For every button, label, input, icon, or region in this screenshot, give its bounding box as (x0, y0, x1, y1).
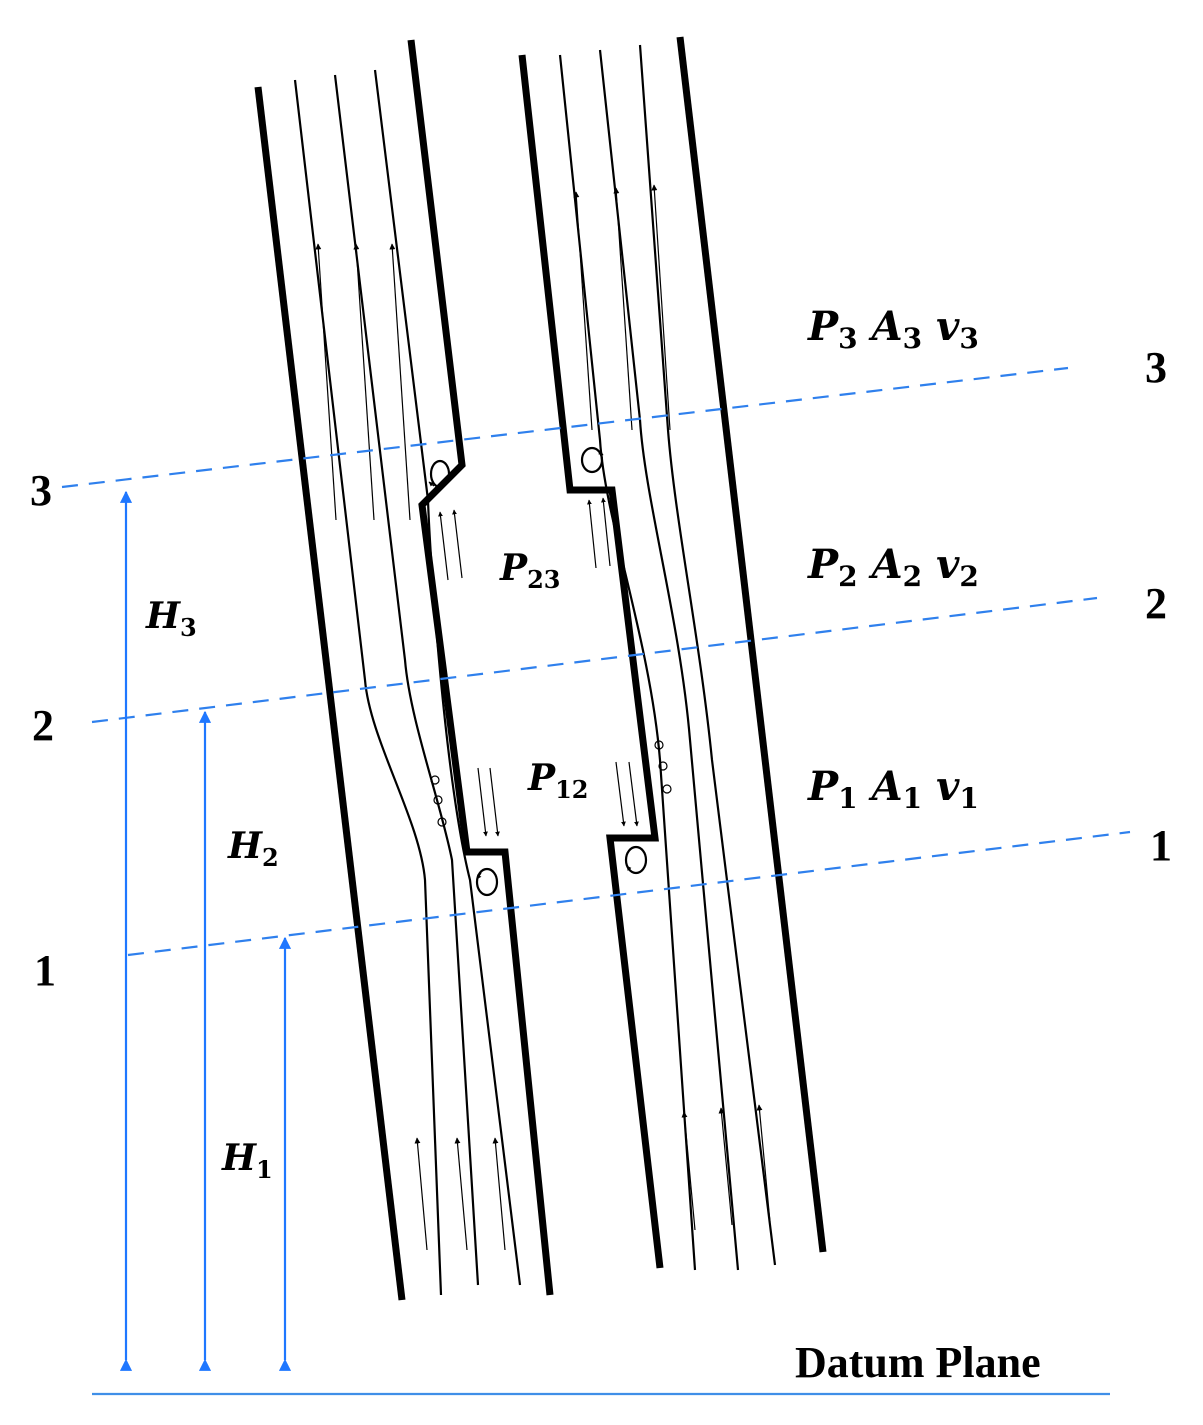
eddy-top-left (429, 459, 451, 489)
section-number-left-3: 3 (30, 466, 52, 515)
p12-arrow-right-1 (615, 761, 626, 827)
label-h3: H3 (145, 595, 197, 642)
left-streamline-1 (293, 79, 443, 1296)
right-arrow-top-3 (651, 184, 671, 431)
label-h2: H2 (227, 825, 279, 872)
p12-arrow-left-2 (489, 767, 500, 837)
left-arrow-bottom-2 (454, 1137, 468, 1251)
section-line-2 (91, 596, 1098, 724)
left-arrow-top-3 (389, 243, 411, 521)
right-streamlines (558, 44, 777, 1271)
height-dimensions (92, 490, 1110, 1396)
left-streamline-2 (333, 74, 480, 1286)
datum-plane-label: Datum Plane (795, 1338, 1041, 1387)
bubble (437, 817, 447, 827)
section-number-left-1: 1 (34, 946, 56, 995)
bubble (654, 740, 664, 750)
eddy-bottom-right (624, 845, 648, 875)
section-number-left-2: 2 (32, 701, 54, 750)
right-streamline-2 (598, 49, 740, 1271)
bubble (662, 784, 672, 794)
right-arrow-top-1 (573, 191, 593, 431)
right-arrow-top-2 (613, 187, 633, 431)
p23-arrow-left-1 (438, 511, 449, 581)
right-arrow-bottom-2 (718, 1107, 733, 1226)
section-line-1 (127, 830, 1131, 957)
eddy-bottom-left (475, 867, 499, 897)
section-number-right-3: 3 (1145, 343, 1167, 392)
right-inner-wall (518, 54, 664, 1269)
p12-arrow-right-2 (628, 761, 639, 827)
label-p23: P23 (499, 547, 560, 594)
section-number-right-1: 1 (1150, 821, 1172, 870)
right-streamline-1 (558, 54, 697, 1271)
left-streamline-3 (373, 69, 522, 1286)
left-arrow-bottom-3 (492, 1137, 506, 1251)
right-arrow-bottom-1 (681, 1111, 696, 1231)
label-h1: H1 (221, 1137, 273, 1184)
left-outer-wall (254, 86, 406, 1301)
p23-arrow-right-2 (601, 497, 611, 567)
pipe-walls (254, 36, 827, 1301)
p23-arrow-left-2 (452, 509, 463, 579)
left-arrow-top-2 (353, 243, 375, 521)
section-lines (61, 366, 1131, 957)
left-arrow-top-1 (315, 243, 337, 521)
label-p12: P12 (527, 757, 588, 804)
left-streamlines (293, 69, 522, 1296)
p12-arrow-left-1 (477, 767, 488, 837)
bubble (430, 775, 440, 785)
eddy-top-right (580, 446, 604, 474)
right-outer-wall (676, 36, 827, 1253)
right-streamline-3 (638, 44, 777, 1266)
p23-arrow-right-1 (587, 499, 597, 569)
eddies (428, 446, 672, 897)
right-arrow-bottom-3 (756, 1104, 771, 1223)
left-arrow-bottom-1 (414, 1137, 428, 1251)
bubble (658, 761, 668, 771)
bubble (433, 795, 443, 805)
section-line-3 (61, 366, 1069, 489)
section-number-right-2: 2 (1145, 579, 1167, 628)
